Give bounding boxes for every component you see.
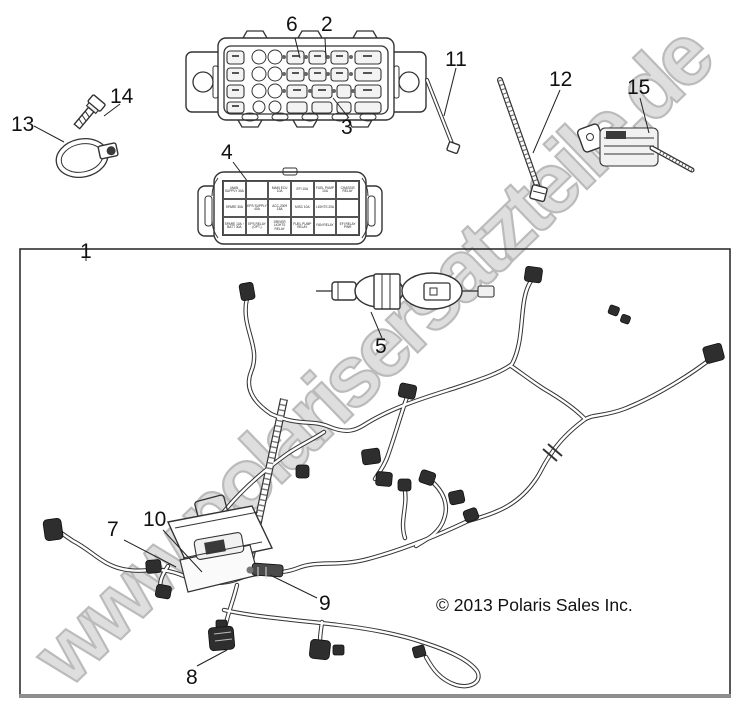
fuse-panel-cell: ACC-2009 15A [268,199,291,217]
callout-13: 13 [11,113,35,136]
fuse-panel-cell [245,181,269,199]
callout-8: 8 [186,666,198,689]
fuse-block-drawing [185,30,427,128]
callout-1: 1 [80,240,92,263]
harness-clip-drawing [576,123,695,173]
harness-box-border [19,248,731,698]
fuse-panel-cell: SPARE 30A [223,199,246,217]
callout-14: 14 [110,85,134,108]
fuse-panel-cell: EPS RELAY (OPT.) [245,217,269,235]
bolt-drawing [73,94,106,130]
callout-4: 4 [221,141,233,164]
fuse-panel-cell: MAIN SUPPLY 30A [223,181,246,199]
callout-3: 3 [341,116,353,139]
callout-10: 10 [143,508,167,531]
fuse-panel-label-grid: MAIN SUPPLY 30A MAIN ECU 10A EFI 10A FUE… [222,180,360,236]
callout-7: 7 [107,518,119,541]
callout-9: 9 [319,592,331,615]
fuse-panel-cell: FAN RELAY [313,217,337,235]
cable-tie-large-drawing [497,77,548,203]
harness-wires [57,281,713,686]
fuse-panel-cell: DRIVER LIGHTS RELAY [268,217,291,235]
fuse-panel-cell: MISC 10A [290,199,314,217]
callout-5: 5 [375,335,387,358]
fuse-panel-cell: MAIN ECU 10A [268,181,291,199]
fuse-panel-cell: EFI 10A [290,181,314,199]
callout-15: 15 [627,76,651,99]
fuse-panel-cell: SPARE 10A ↑ BATT 30A [223,217,246,235]
callout-11: 11 [445,48,467,71]
bottom-connector [208,619,236,652]
fuse-panel-cell: CHASSIS RELAY [336,181,359,199]
clamp-drawing [55,137,119,179]
fuse-panel-cell: EFI RELAY PWR [336,217,359,235]
fuse-panel-cell: FUEL PUMP 10A [313,181,337,199]
fuse-panel-cell [336,199,359,217]
callout-12: 12 [549,68,573,91]
harness-connectors [42,265,725,660]
callout-6: 6 [286,13,298,36]
ring-terminal [246,562,284,579]
callout-leaders [33,37,650,667]
fuse-panel-cell: EPS SUPPLY 40A [245,199,269,217]
copyright-text: © 2013 Polaris Sales Inc. [436,595,633,615]
fuse-panel-cell: LIGHTS 20A [313,199,337,217]
fuse-link-drawing [316,272,495,310]
callout-2: 2 [321,13,333,36]
fuse-panel-cell: FUEL PUMP RELAY [290,217,314,235]
fuse-grid [226,49,382,122]
cable-tie-small-drawing [425,78,461,155]
